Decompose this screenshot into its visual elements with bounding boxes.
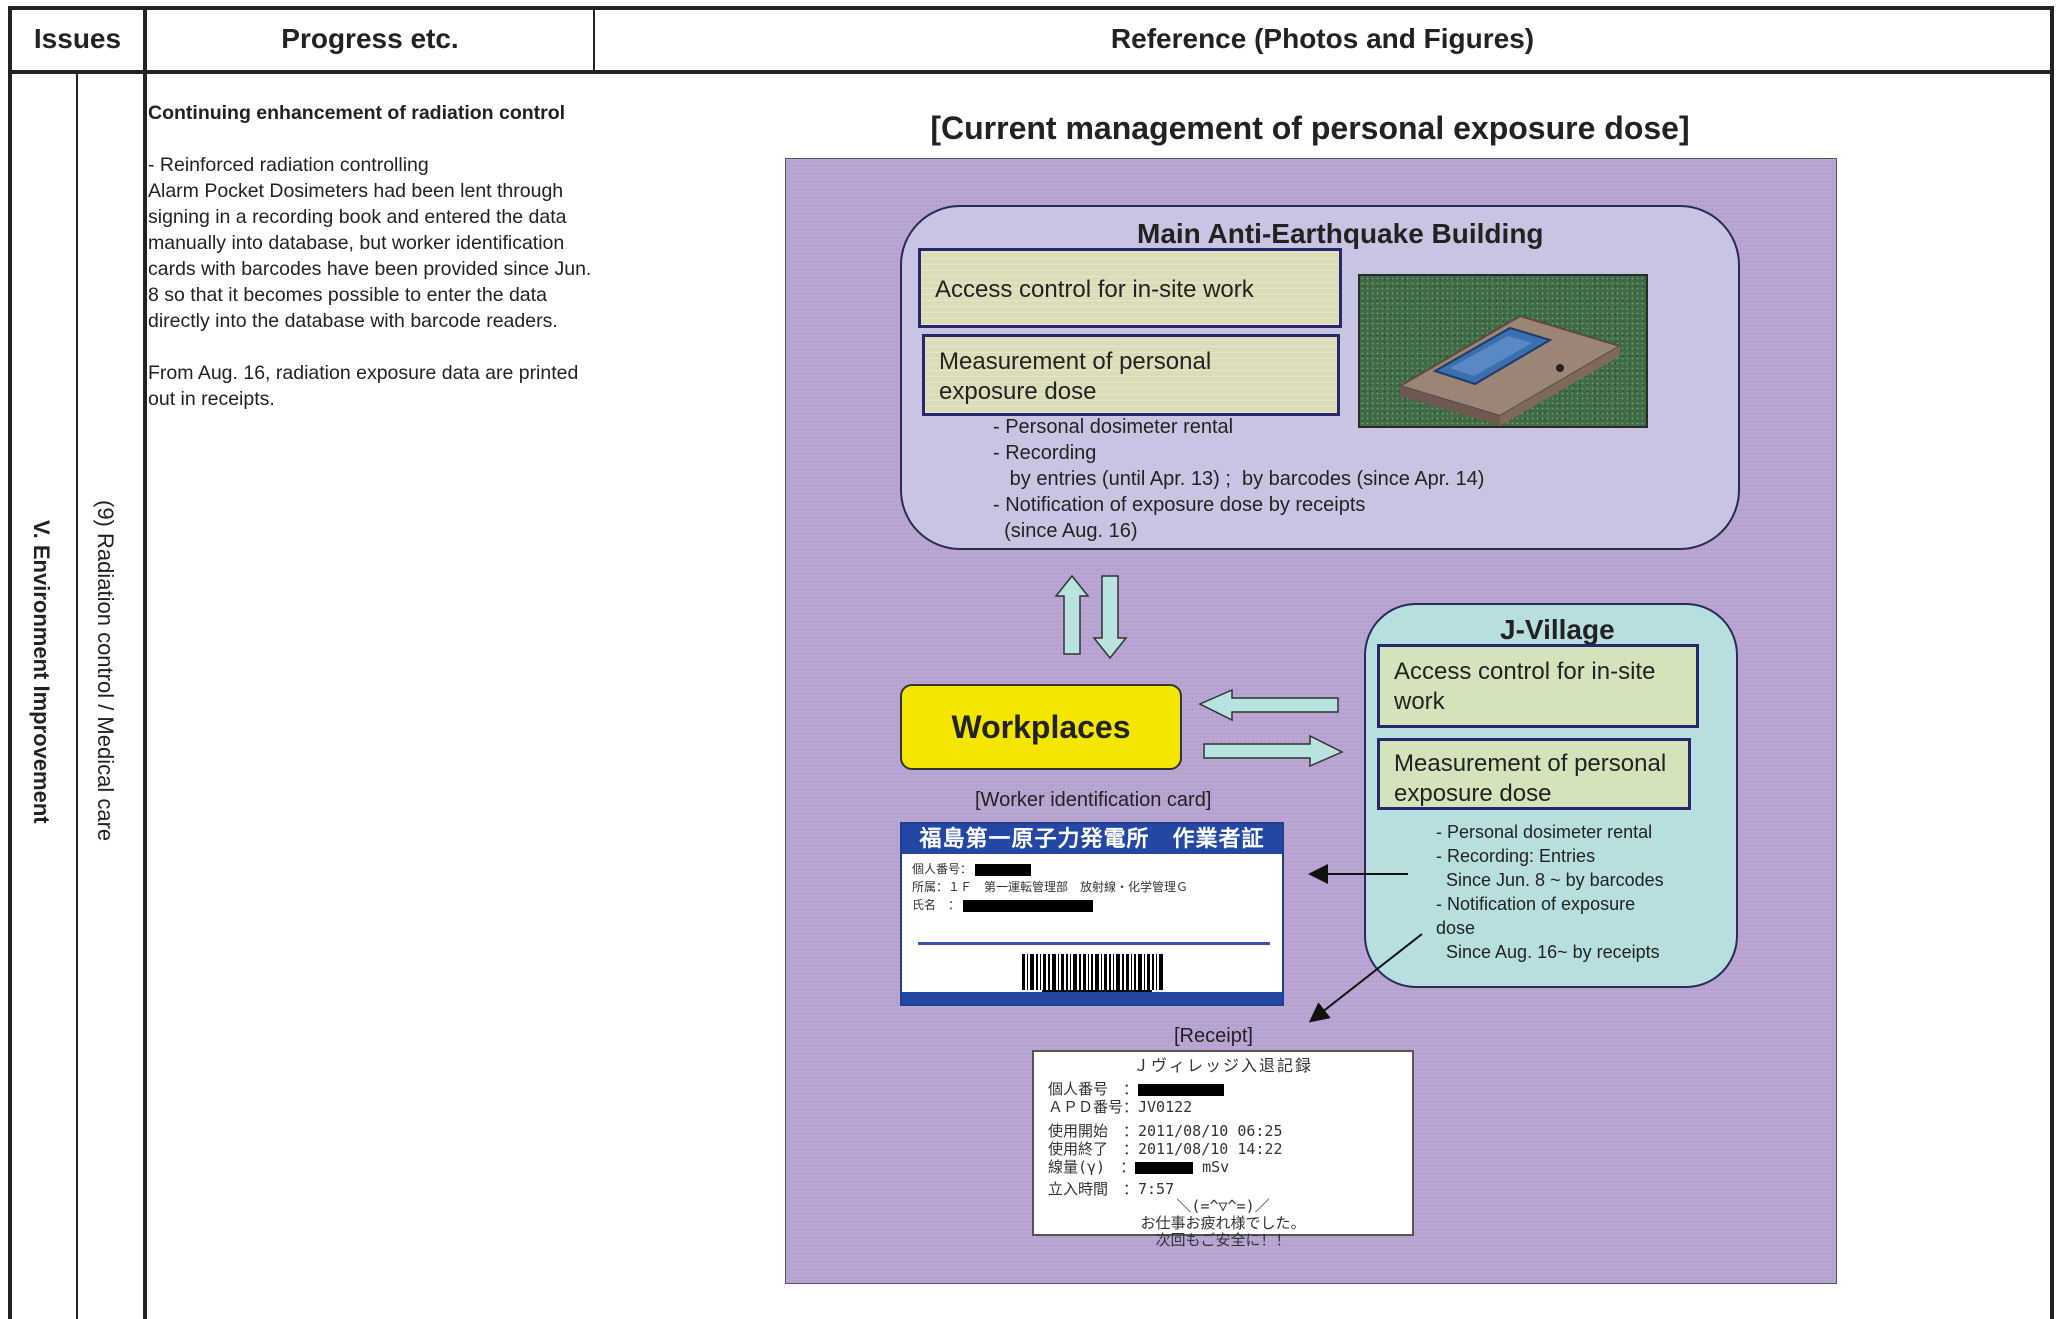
card-id-label: 個人番号： <box>912 862 973 876</box>
receipt-row-apd: ＡＰＤ番号：JV0122 <box>1048 1098 1193 1116</box>
up-arrow <box>1054 574 1090 655</box>
jvillage-title: J-Village <box>1500 614 1615 645</box>
receipt-row-id: 個人番号 ： <box>1034 1080 1412 1098</box>
jvillage-measurement-box: Measurement of personal exposure dose <box>1377 738 1691 810</box>
progress-paragraph-2: From Aug. 16, radiation exposure data ar… <box>148 362 579 410</box>
main-access-box: Access control for in-site work <box>918 248 1342 328</box>
receipt: Ｊヴィレッジ入退記録 個人番号 ： ＡＰＤ番号：JV0122 使用開始 ：201… <box>1032 1050 1414 1249</box>
table-frame <box>8 6 2054 1319</box>
main-building-bullets: - Personal dosimeter rental - Recording … <box>993 416 1485 542</box>
main-building-title: Main Anti-Earthquake Building <box>1137 218 1544 249</box>
card-name-label: 氏名 ： <box>912 898 961 912</box>
receipt-dose-label: 線量(γ) ： <box>1048 1158 1136 1176</box>
main-measurement-box: Measurement of personal exposure dose <box>922 334 1340 416</box>
header-progress: Progress etc. <box>281 23 459 54</box>
header-divider <box>8 70 2054 74</box>
diagram-title: [Current management of personal exposure… <box>930 110 1690 146</box>
receipt-footer-1: お仕事お疲れ様でした。 <box>1140 1214 1306 1232</box>
receipt-row-end: 使用終了 ：2011/08/10 14:22 <box>1048 1140 1283 1158</box>
jvillage-access-box: Access control for in-site work <box>1377 644 1699 728</box>
progress-paragraph-1: - Reinforced radiation controlling Alarm… <box>148 154 592 332</box>
dosimeter-image <box>1397 314 1623 426</box>
receipt-row-start: 使用開始 ：2011/08/10 06:25 <box>1048 1122 1283 1140</box>
receipt-footer-2: 次回もご安全に！！ <box>1155 1231 1291 1249</box>
worker-id-card: 福島第一原子力発電所 作業者証 個人番号： 所属：１Ｆ 第一運転管理部 放射線・… <box>900 822 1284 1006</box>
column-divider-issues <box>143 6 147 1319</box>
card-footer-band <box>902 992 1282 1004</box>
issue-category: V. Environment Improvement <box>29 520 54 824</box>
down-arrow <box>1092 575 1128 660</box>
receipt-header: Ｊヴィレッジ入退記録 <box>1132 1056 1313 1075</box>
progress-text: Continuing enhancement of radiation cont… <box>148 100 596 438</box>
card-rule <box>918 942 1270 945</box>
card-row-id: 個人番号： <box>902 860 1282 878</box>
redaction <box>963 899 1094 912</box>
workplaces-box: Workplaces <box>900 684 1182 770</box>
redaction <box>1135 1161 1194 1174</box>
receipt-face: ＼(=^▽^=)／ <box>1176 1197 1270 1215</box>
column-divider-sub <box>76 72 78 1319</box>
redaction <box>975 863 1032 876</box>
column-divider-progress <box>593 6 595 72</box>
receipt-caption: [Receipt] <box>1174 1025 1253 1047</box>
card-header: 福島第一原子力発電所 作業者証 <box>902 824 1282 854</box>
left-arrow <box>1198 688 1339 722</box>
receipt-pointer <box>1308 933 1423 1023</box>
card-caption: [Worker identification card] <box>975 789 1212 811</box>
header-reference: Reference (Photos and Figures) <box>1110 23 1535 54</box>
header-issues: Issues <box>33 23 122 54</box>
card-row-name: 氏名 ： <box>902 896 1282 914</box>
progress-title: Continuing enhancement of radiation cont… <box>148 102 566 124</box>
horizontal-arrows <box>1198 688 1344 768</box>
right-arrow <box>1203 734 1344 768</box>
receipt-row-time: 立入時間 ：7:57 <box>1048 1180 1175 1198</box>
card-row-affiliation: 所属：１Ｆ 第一運転管理部 放射線・化学管理Ｇ <box>912 880 1189 894</box>
vertical-arrows <box>1054 574 1128 660</box>
redaction <box>1138 1083 1225 1096</box>
receipt-dose-unit: mSv <box>1202 1158 1230 1176</box>
issue-subcategory: (9) Radiation control / Medical care <box>93 500 118 842</box>
receipt-id-label: 個人番号 ： <box>1048 1080 1139 1098</box>
dosimeter-photo <box>1358 274 1648 428</box>
receipt-row-dose: 線量(γ) ： mSv <box>1034 1158 1412 1176</box>
pointer-lines <box>1308 864 1423 1023</box>
jvillage-bullets: - Personal dosimeter rental - Recording:… <box>1436 822 1664 962</box>
